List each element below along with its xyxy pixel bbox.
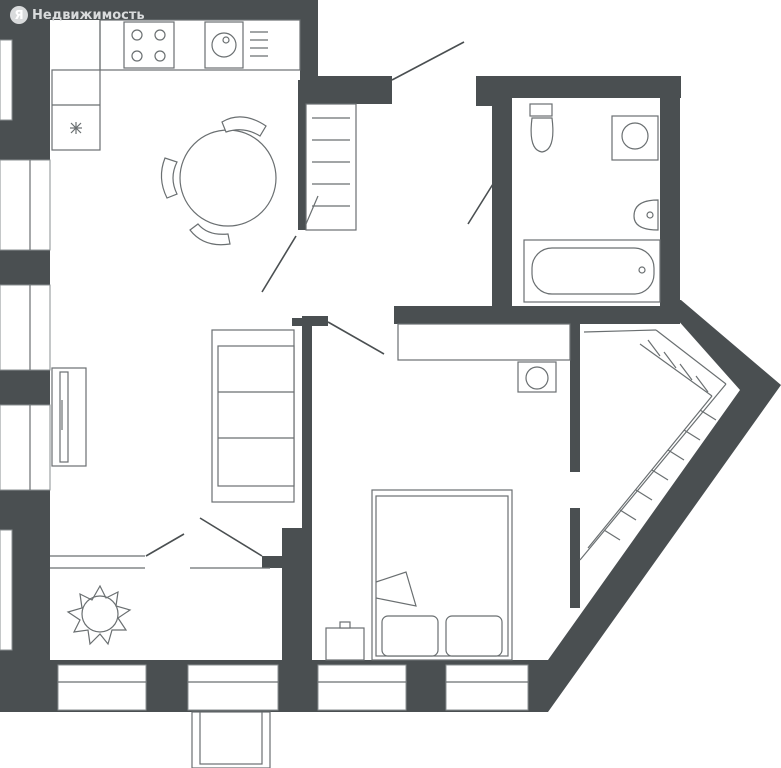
- bathtub-icon: [523, 239, 661, 303]
- toilet-icon: [529, 103, 554, 153]
- bottom-windows: [57, 664, 529, 711]
- bathroom-sink-icon: [633, 199, 659, 231]
- loggia: [191, 711, 271, 768]
- lamp-icon: [517, 361, 557, 393]
- hallway-wardrobe: [305, 103, 357, 231]
- walk-in-closet: [579, 329, 727, 561]
- sofa: [211, 329, 295, 503]
- brand-logo-icon: Я: [10, 6, 28, 24]
- bedroom-shelf: [397, 323, 571, 361]
- sink-icon: [204, 21, 268, 69]
- bed: [371, 489, 513, 661]
- tv-stand: [51, 367, 87, 467]
- brand-name: Недвижимость: [32, 7, 145, 23]
- stove-icon: [123, 21, 175, 69]
- plant-icon: [66, 584, 132, 646]
- dining-table: [160, 116, 277, 246]
- nightstand: [325, 621, 365, 661]
- balcony: [50, 555, 270, 569]
- fan-icon: [70, 122, 82, 134]
- washing-machine-icon: [611, 115, 659, 161]
- watermark: Я Недвижимость: [10, 6, 145, 24]
- doors: [145, 41, 577, 557]
- left-windows: [0, 39, 51, 651]
